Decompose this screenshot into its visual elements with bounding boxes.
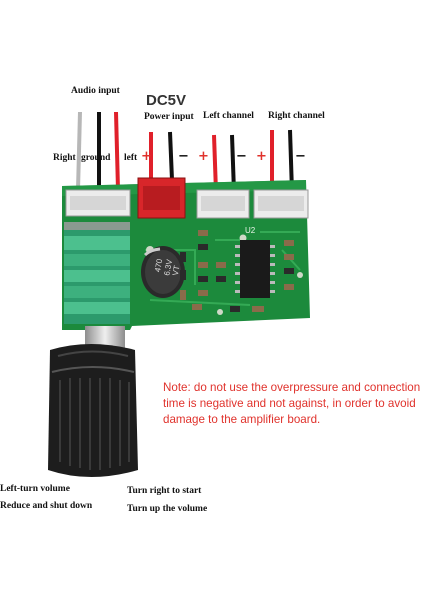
right-minus-marker: − bbox=[295, 149, 306, 164]
dc5v-label: DC5V bbox=[146, 92, 187, 109]
left-turn-label-2: Reduce and shut down bbox=[0, 501, 93, 511]
audio-input-label: Audio input bbox=[71, 86, 120, 96]
right-turn-label-1: Turn right to start bbox=[127, 486, 202, 496]
right-plus-marker: + bbox=[256, 149, 267, 164]
left-channel-connector bbox=[196, 189, 250, 219]
potentiometer-body bbox=[64, 222, 130, 324]
smd-components bbox=[180, 230, 294, 312]
ic-label: U2 bbox=[245, 226, 256, 235]
left-turn-label-1: Left-turn volume bbox=[0, 484, 70, 494]
capacitor bbox=[141, 246, 185, 298]
audio-left-label: left bbox=[124, 153, 138, 163]
power-connector bbox=[137, 177, 186, 219]
power-input-label: Power input bbox=[144, 112, 194, 122]
volume-knob bbox=[48, 326, 138, 477]
audio-wires bbox=[76, 111, 120, 191]
right-turn-label-2: Turn up the volume bbox=[127, 504, 208, 514]
power-wires bbox=[149, 131, 174, 181]
power-minus-marker: − bbox=[178, 149, 189, 164]
left-channel-label: Left channel bbox=[203, 111, 254, 121]
warning-note: Note: do not use the overpressure and co… bbox=[163, 381, 421, 426]
right-channel-connector bbox=[253, 189, 309, 219]
ic-chip bbox=[235, 240, 275, 298]
left-minus-marker: − bbox=[236, 149, 247, 164]
left-plus-marker: + bbox=[198, 149, 209, 164]
power-plus-marker: + bbox=[141, 149, 152, 164]
right-channel-label: Right channel bbox=[268, 111, 325, 121]
audio-ground-label: ground bbox=[81, 153, 111, 163]
audio-connector bbox=[65, 189, 131, 217]
audio-right-label: Right bbox=[53, 153, 76, 163]
capacitor-label-3: VT bbox=[170, 264, 182, 277]
